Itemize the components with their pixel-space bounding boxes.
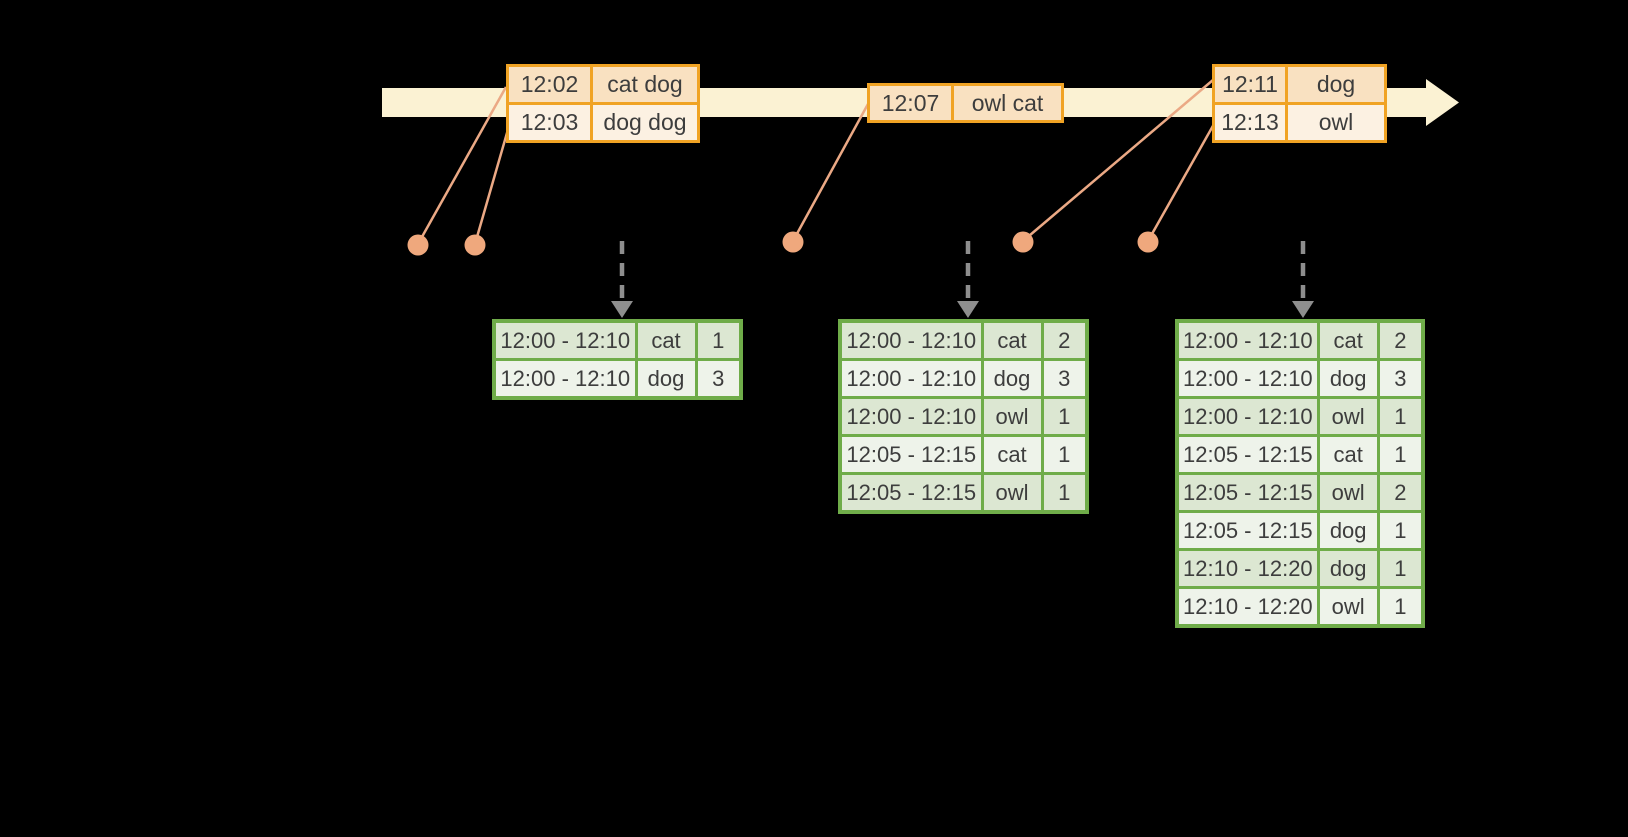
event-dot [782,231,804,253]
word-cell: dog [980,358,1044,399]
count-cell: 2 [1040,319,1089,361]
result-row: 12:00 - 12:10 dog 3 [492,358,743,400]
event-time-cell: 12:03 [506,102,593,143]
window-cell: 12:00 - 12:10 [1175,319,1320,361]
word-cell: owl [1316,396,1380,437]
event-time-cell: 12:02 [506,64,593,105]
event-row: 12:07 owl cat [867,83,1064,123]
result-row: 12:00 - 12:10 owl 1 [838,396,1089,437]
event-connector-line [416,86,508,245]
event-words-cell: cat dog [590,64,700,105]
window-cell: 12:00 - 12:10 [1175,358,1320,399]
word-cell: cat [634,319,698,361]
event-row: 12:03 dog dog [506,102,700,143]
result-row: 12:00 - 12:10 owl 1 [1175,396,1425,437]
trigger-arrow-icon [957,241,979,318]
window-cell: 12:05 - 12:15 [838,434,984,475]
count-cell: 1 [1040,434,1089,475]
result-row: 12:00 - 12:10 dog 3 [838,358,1089,399]
word-cell: owl [1316,472,1380,513]
result-table-3: 12:00 - 12:10 cat 2 12:00 - 12:10 dog 3 … [1175,319,1426,628]
count-cell: 1 [1376,586,1425,628]
result-row: 12:10 - 12:20 owl 1 [1175,586,1425,628]
count-cell: 1 [1376,396,1425,437]
window-cell: 12:00 - 12:10 [492,358,638,400]
word-cell: owl [980,396,1044,437]
word-cell: dog [1316,358,1380,399]
window-cell: 12:00 - 12:10 [492,319,638,361]
count-cell: 2 [1376,319,1425,361]
trigger-arrowhead [957,301,979,318]
word-cell: cat [1316,319,1380,361]
window-cell: 12:10 - 12:20 [1175,548,1320,589]
event-row: 12:13 owl [1212,102,1387,143]
result-row: 12:05 - 12:15 cat 1 [838,434,1089,475]
event-dot [1012,231,1034,253]
result-table-2: 12:00 - 12:10 cat 2 12:00 - 12:10 dog 3 … [838,319,1089,514]
count-cell: 2 [1376,472,1425,513]
count-cell: 1 [694,319,743,361]
trigger-arrowhead [611,301,633,318]
event-row: 12:02 cat dog [506,64,700,105]
result-row: 12:05 - 12:15 cat 1 [1175,434,1425,475]
word-cell: owl [980,472,1044,514]
result-row: 12:05 - 12:15 dog 1 [1175,510,1425,551]
event-time-cell: 12:11 [1212,64,1288,105]
word-cell: dog [1316,510,1380,551]
event-row: 12:11 dog [1212,64,1387,105]
event-connector-line [1022,79,1214,242]
window-cell: 12:05 - 12:15 [1175,472,1320,513]
window-cell: 12:00 - 12:10 [838,319,984,361]
event-words-cell: owl cat [951,83,1064,123]
result-row: 12:00 - 12:10 dog 3 [1175,358,1425,399]
result-row: 12:05 - 12:15 owl 2 [1175,472,1425,513]
count-cell: 1 [1376,510,1425,551]
window-cell: 12:05 - 12:15 [1175,434,1320,475]
event-time-cell: 12:13 [1212,102,1288,143]
word-cell: cat [1316,434,1380,475]
count-cell: 1 [1376,548,1425,589]
event-dot [407,234,429,256]
result-row: 12:05 - 12:15 owl 1 [838,472,1089,514]
event-words-cell: owl [1285,102,1387,143]
count-cell: 1 [1040,396,1089,437]
event-words-cell: dog dog [590,102,700,143]
event-connector-line [473,125,511,245]
word-cell: cat [980,434,1044,475]
event-connector-line [1146,123,1216,242]
count-cell: 3 [694,358,743,400]
count-cell: 1 [1040,472,1089,514]
event-words-cell: dog [1285,64,1387,105]
window-cell: 12:00 - 12:10 [838,358,984,399]
event-connector-line [791,103,870,242]
trigger-arrow-icon [611,241,633,318]
trigger-arrow-icon [1292,241,1314,318]
result-row: 12:10 - 12:20 dog 1 [1175,548,1425,589]
window-cell: 12:00 - 12:10 [1175,396,1320,437]
count-cell: 3 [1040,358,1089,399]
event-table-2: 12:07 owl cat [867,83,1064,123]
window-cell: 12:05 - 12:15 [838,472,984,514]
result-row: 12:00 - 12:10 cat 2 [1175,319,1425,361]
event-table-3: 12:11 dog 12:13 owl [1212,64,1387,143]
timeline-arrowhead-icon [1426,79,1459,126]
window-cell: 12:00 - 12:10 [838,396,984,437]
count-cell: 3 [1376,358,1425,399]
result-row: 12:00 - 12:10 cat 2 [838,319,1089,361]
trigger-arrowhead [1292,301,1314,318]
word-cell: cat [980,319,1044,361]
event-time-cell: 12:07 [867,83,954,123]
count-cell: 1 [1376,434,1425,475]
result-row: 12:00 - 12:10 cat 1 [492,319,743,361]
word-cell: dog [634,358,698,400]
event-dot [464,234,486,256]
result-table-1: 12:00 - 12:10 cat 1 12:00 - 12:10 dog 3 [492,319,743,400]
word-cell: owl [1316,586,1380,628]
event-dot [1137,231,1159,253]
window-cell: 12:05 - 12:15 [1175,510,1320,551]
word-cell: dog [1316,548,1380,589]
event-table-1: 12:02 cat dog 12:03 dog dog [506,64,700,143]
window-cell: 12:10 - 12:20 [1175,586,1320,628]
